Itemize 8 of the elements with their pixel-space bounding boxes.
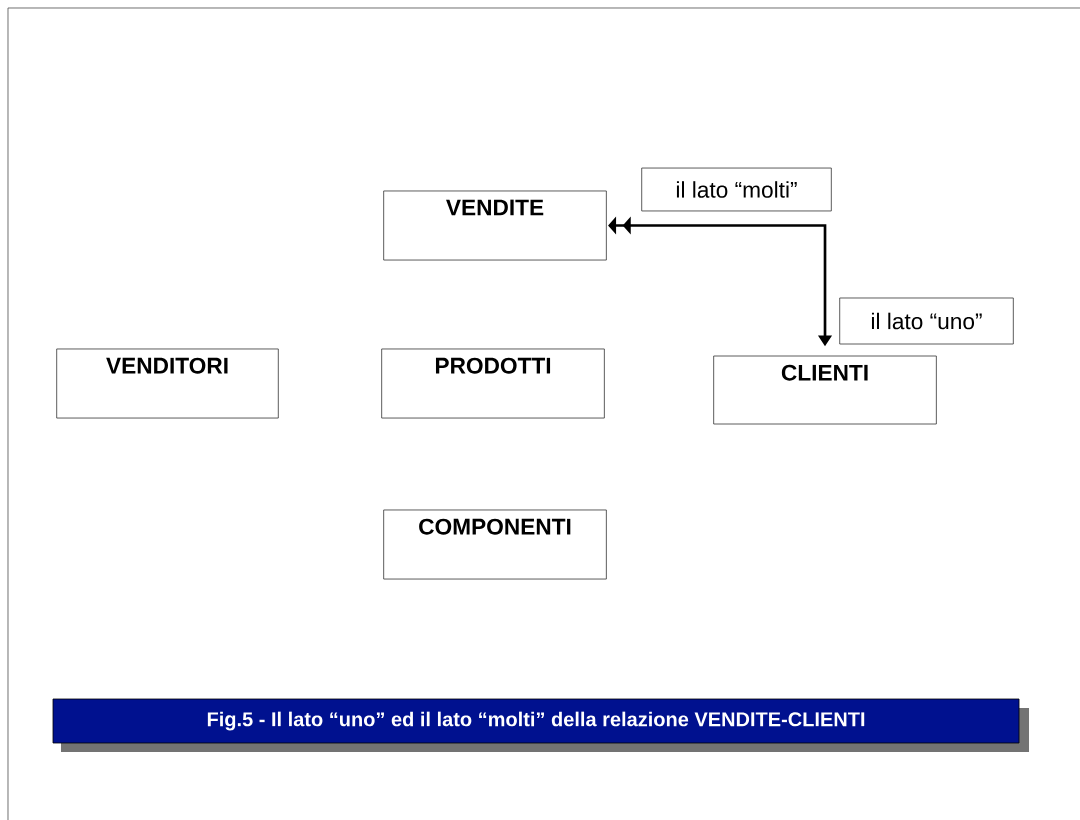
entity-box: VENDITE <box>383 190 607 261</box>
entity-box: PRODOTTI <box>381 348 605 419</box>
note-box: il lato “molti” <box>641 167 832 212</box>
entity-box: CLIENTI <box>713 355 937 425</box>
caption-bar: Fig.5 - Il lato “uno” ed il lato “molti” della relazione VENDITE-CLIENTI <box>52 698 1029 752</box>
entity-box: COMPONENTI <box>383 509 607 580</box>
entity-box: VENDITORI <box>56 348 279 419</box>
note-box: il lato “uno” <box>839 297 1014 345</box>
